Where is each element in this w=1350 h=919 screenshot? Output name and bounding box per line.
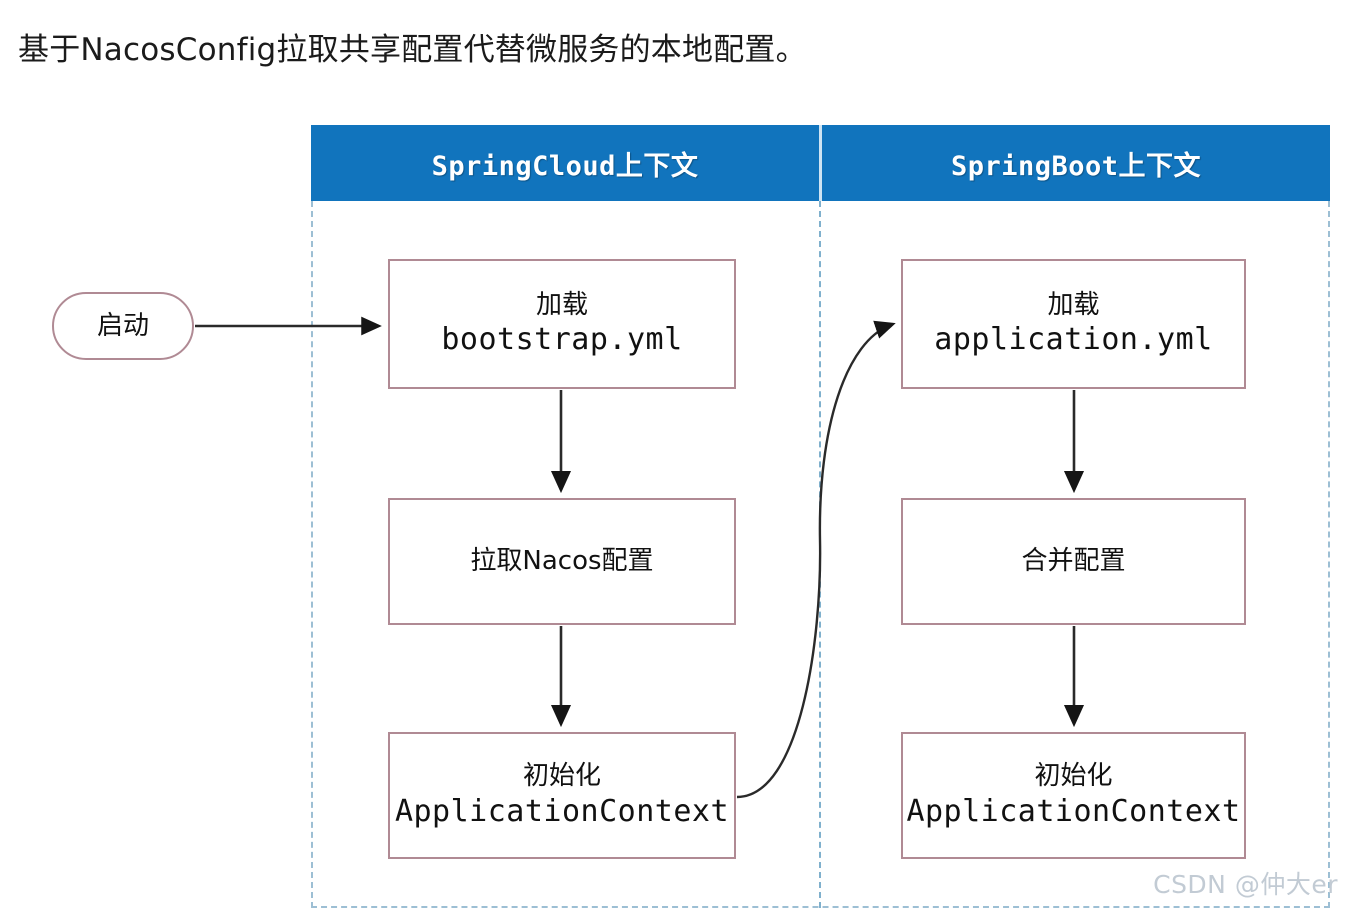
- node-init-boot-context[interactable]: 初始化 ApplicationContext: [901, 732, 1246, 859]
- node-init-cloud-context-line-2: ApplicationContext: [394, 793, 730, 829]
- node-start[interactable]: 启动: [52, 292, 194, 360]
- lane-header-springboot: SpringBoot上下文: [819, 125, 1330, 201]
- node-start-line-1: 启动: [96, 310, 149, 341]
- node-init-boot-context-line-2: ApplicationContext: [906, 793, 1241, 829]
- csdn-watermark: CSDN @仲大er: [1153, 870, 1338, 899]
- swimlane-container: SpringCloud上下文 SpringBoot上下文: [311, 125, 1330, 908]
- node-pull-nacos-line-1: 拉取Nacos配置: [470, 546, 654, 577]
- node-load-application-line-2: application.yml: [934, 322, 1213, 358]
- node-load-bootstrap-line-2: bootstrap.yml: [441, 322, 683, 358]
- lane-header-springcloud: SpringCloud上下文: [431, 150, 699, 182]
- node-load-bootstrap-line-1: 加载: [535, 289, 588, 320]
- node-load-bootstrap[interactable]: 加载 bootstrap.yml: [388, 259, 736, 389]
- node-pull-nacos[interactable]: 拉取Nacos配置: [388, 498, 736, 625]
- node-init-cloud-context[interactable]: 初始化 ApplicationContext: [388, 732, 736, 859]
- node-load-application[interactable]: 加载 application.yml: [901, 259, 1246, 389]
- node-load-application-line-1: 加载: [1047, 289, 1100, 320]
- node-merge-config[interactable]: 合并配置: [901, 498, 1246, 625]
- swimlane-header: SpringCloud上下文 SpringBoot上下文: [311, 125, 1330, 201]
- swimlane-divider: [819, 201, 821, 908]
- node-init-cloud-context-line-1: 初始化: [522, 761, 601, 792]
- node-merge-config-line-1: 合并配置: [1021, 546, 1126, 577]
- page-title: 基于NacosConfig拉取共享配置代替微服务的本地配置。: [18, 32, 807, 68]
- node-init-boot-context-line-1: 初始化: [1034, 761, 1113, 792]
